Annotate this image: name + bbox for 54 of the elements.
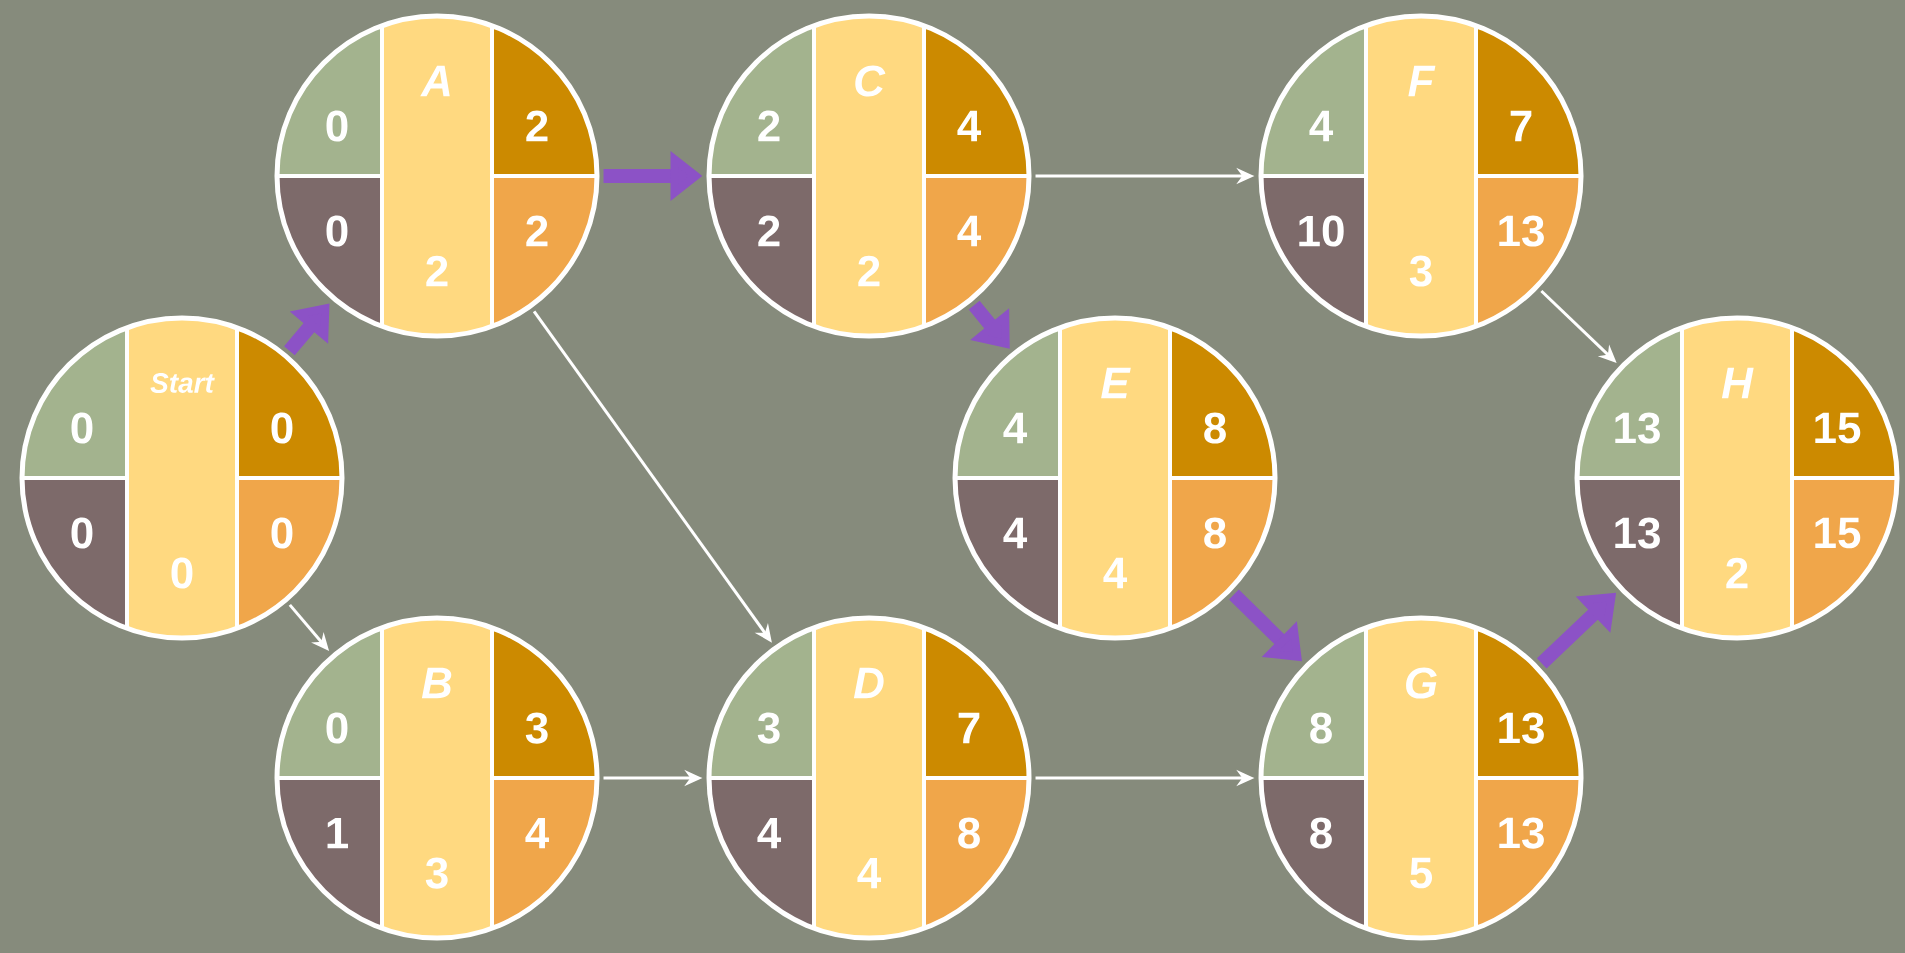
activity-name: E <box>1101 367 1131 399</box>
early-start: 4 <box>1309 110 1334 142</box>
late-finish: 0 <box>271 517 293 549</box>
late-start: 2 <box>758 215 780 247</box>
activity-name: Start <box>150 373 215 393</box>
late-start: 0 <box>71 517 93 549</box>
duration: 2 <box>858 255 880 287</box>
duration: 2 <box>426 255 448 287</box>
duration: 2 <box>1726 557 1748 589</box>
early-start: 8 <box>1310 712 1332 744</box>
late-finish: 15 <box>1815 517 1861 549</box>
late-finish: 2 <box>526 215 548 247</box>
late-start: 13 <box>1615 517 1660 549</box>
duration: 3 <box>425 857 448 889</box>
late-finish: 4 <box>525 817 549 849</box>
early-finish: 3 <box>525 712 548 744</box>
duration: 4 <box>1103 557 1128 589</box>
late-finish: 13 <box>1499 215 1544 247</box>
activity-name: B <box>421 667 452 699</box>
early-finish: 4 <box>957 110 981 142</box>
early-finish: 0 <box>271 412 293 444</box>
early-start: 13 <box>1615 412 1660 444</box>
early-start: 3 <box>757 712 780 744</box>
early-start: 0 <box>326 712 348 744</box>
activity-name: A <box>420 65 450 97</box>
late-start: 10 <box>1299 215 1344 247</box>
late-finish: 8 <box>958 817 980 849</box>
early-finish: 13 <box>1499 712 1544 744</box>
late-finish: 4 <box>957 215 981 247</box>
early-finish: 15 <box>1815 412 1861 444</box>
late-start: 0 <box>326 215 348 247</box>
late-start: 4 <box>757 817 781 849</box>
late-start: 8 <box>1310 817 1332 849</box>
late-start: 4 <box>1003 517 1028 549</box>
duration: 3 <box>1409 255 1432 287</box>
activity-name: C <box>855 65 886 97</box>
early-start: 0 <box>326 110 348 142</box>
duration: 0 <box>171 557 193 589</box>
early-finish: 7 <box>958 712 980 744</box>
duration: 4 <box>857 857 881 889</box>
late-finish: 13 <box>1499 817 1544 849</box>
early-start: 0 <box>71 412 93 444</box>
early-finish: 2 <box>526 110 548 142</box>
activity-name: H <box>1721 367 1754 399</box>
early-finish: 7 <box>1510 110 1532 142</box>
activity-name: D <box>853 667 884 699</box>
duration: 5 <box>1410 857 1433 889</box>
early-finish: 8 <box>1204 412 1226 444</box>
activity-name: F <box>1408 65 1436 97</box>
early-start: 4 <box>1003 412 1028 444</box>
late-finish: 8 <box>1204 517 1226 549</box>
early-start: 2 <box>758 110 780 142</box>
late-start: 1 <box>327 817 348 849</box>
activity-name: G <box>1406 667 1437 699</box>
